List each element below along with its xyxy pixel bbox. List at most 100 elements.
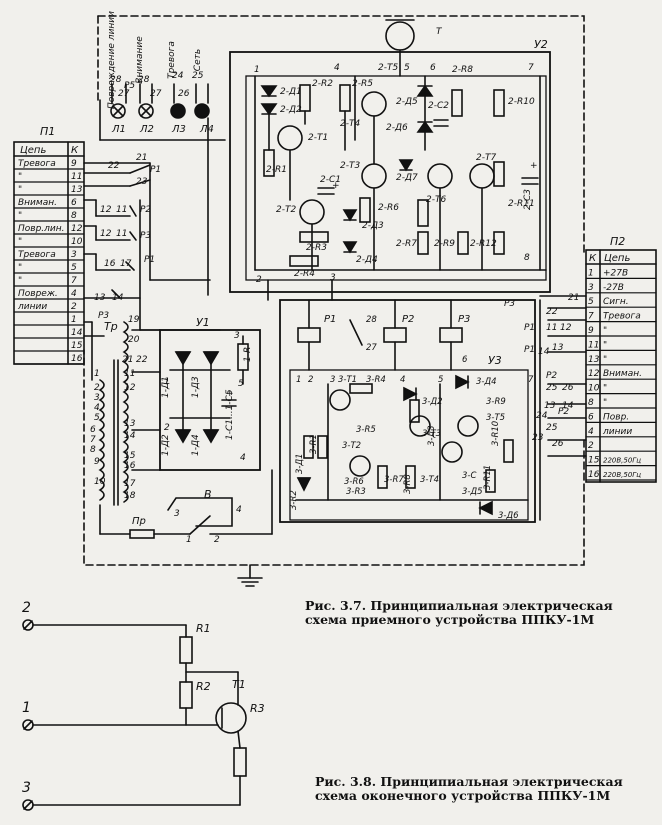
block-y2-label: 3 <box>330 273 336 283</box>
block-y2-label: 2-Т2 <box>276 205 296 215</box>
block-y2-label: 2 <box>256 275 262 285</box>
p2-row-pin: 16 <box>588 470 600 480</box>
p2-row-circuit: +27В <box>603 268 628 278</box>
left-contact-label: Р2 <box>140 205 151 215</box>
right-contact-label: 26 <box>562 383 574 393</box>
p2-header-pin: К <box>589 253 597 264</box>
block-y2-label: 2-Д2 <box>280 105 302 115</box>
lamp-signal-name: Повреждение линии <box>107 11 117 109</box>
right-contact-label: 13 <box>544 401 556 411</box>
block-y3-label: 3-R9 <box>486 397 506 407</box>
p1-row-pin: 12 <box>71 224 83 234</box>
transformer-pin: 4 <box>94 403 100 413</box>
p2-row-circuit: " <box>603 355 607 365</box>
left-contact-label: 14 <box>112 293 124 303</box>
fuse-and-switch <box>99 469 273 539</box>
transformer-pin: 22 <box>136 355 148 365</box>
block-y1-label: 1-Д4 <box>191 434 201 456</box>
block-y3-label: 3-Т1 <box>338 375 357 385</box>
block-y3-label: 3-R4 <box>366 375 386 385</box>
transformer-pin: 11 <box>124 369 135 379</box>
block-y2-label: + <box>332 181 340 191</box>
block-y2-label: 7 <box>528 63 534 73</box>
p1-row-circuit: Тревога <box>18 159 56 169</box>
p2-row-pin: 7 <box>588 312 594 322</box>
p1-row-circuit: " <box>18 211 22 221</box>
fig-3-8-circuit <box>22 619 247 811</box>
block-y3-label: 3-Д5 <box>462 487 483 497</box>
block-y2-label: 2-Т3 <box>340 161 360 171</box>
transformer-pin: 19 <box>128 315 140 325</box>
right-contact-label: 25 <box>546 383 558 393</box>
right-contact-label: Р1 <box>524 323 535 333</box>
block-y3-label: 3-Т4 <box>420 475 439 485</box>
left-contact-label: 21 <box>136 153 147 163</box>
block-y1-label: 1-Д3 <box>191 376 201 398</box>
right-contact-label: 11 <box>546 323 557 333</box>
switch-pin: 4 <box>236 505 242 515</box>
lamp-label: Л1 <box>111 124 126 135</box>
p2-row-pin: 3 <box>588 283 594 293</box>
right-contact-label: 24 <box>536 411 548 421</box>
p2-row-circuit: 220В,50Гц <box>603 457 641 465</box>
block-y2-label: 2-Т4 <box>340 119 360 129</box>
block-y2-label: 2-Т7 <box>476 153 496 163</box>
fig-3-8-label: R1 <box>196 622 211 635</box>
lamp-label: Л2 <box>139 124 154 135</box>
p2-row-circuit: " <box>603 384 607 394</box>
switch-pin: 2 <box>214 535 220 545</box>
p1-row-pin: 11 <box>71 172 82 182</box>
p1-row-circuit: линии <box>17 302 47 312</box>
left-contact-label: Р1 <box>144 255 155 265</box>
switch-label: В <box>204 488 212 501</box>
block-y2-label: Т <box>436 27 443 37</box>
block-y2-label: 6 <box>430 63 436 73</box>
block-y3-label: 28 <box>366 315 377 325</box>
block-y2-label: 2-R8 <box>452 65 473 75</box>
p2-title: П2 <box>610 235 625 248</box>
p2-row-circuit: линии <box>602 427 632 437</box>
p2-row-pin: 12 <box>588 369 600 379</box>
p2-row-pin: 2 <box>588 441 594 451</box>
block-y1 <box>159 329 261 471</box>
left-contact-label: 17 <box>120 259 132 269</box>
p1-row-circuit: " <box>18 172 22 182</box>
fig-3-8-label: Т1 <box>232 678 246 691</box>
block-y3-label: 3-Т2 <box>342 441 361 451</box>
fig-3-8-label: 3 <box>22 780 31 796</box>
transformer-pin: 3 <box>94 393 100 403</box>
p1-row-pin: 16 <box>71 354 83 364</box>
p1-row-circuit: " <box>18 237 22 247</box>
block-y2-label: 8 <box>524 253 530 263</box>
p1-row-pin: 14 <box>71 328 83 338</box>
p1-row-pin: 2 <box>71 302 77 312</box>
right-contact-label: 22 <box>546 307 558 317</box>
fig-3-8-label: 2 <box>22 600 31 616</box>
p2-row-pin: 8 <box>588 398 594 408</box>
p2-row-pin: 6 <box>588 412 594 422</box>
block-y2-label: 2-Д4 <box>356 255 378 265</box>
transformer-pin: 21 <box>122 355 133 365</box>
p2-rows <box>585 277 657 481</box>
block-y3-label: 7 <box>528 375 534 385</box>
transformer-pin: 2 <box>94 383 100 393</box>
p2-row-pin: 15 <box>588 456 600 466</box>
lamp-label: Л4 <box>199 124 214 135</box>
block-y2-label: 5 <box>404 63 410 73</box>
p2-header-circuit: Цепь <box>604 253 630 264</box>
block-y3-label: 2 <box>308 375 313 385</box>
lamp-pin: 28 <box>110 75 122 85</box>
p1-row-pin: 1 <box>71 315 77 325</box>
p1-rows <box>13 168 85 365</box>
transformer-tr <box>98 321 161 506</box>
p2-row-circuit: " <box>603 398 607 408</box>
p1-row-circuit: " <box>18 276 22 286</box>
right-contact-label: Р1 <box>524 345 535 355</box>
left-contact-label: 13 <box>94 293 106 303</box>
block-y3-label: 3-Д4 <box>476 377 497 387</box>
right-contact-label: 14 <box>562 401 574 411</box>
p2-row-circuit: " <box>603 326 607 336</box>
enclosure-dashed-border <box>83 15 585 566</box>
block-y3 <box>279 299 536 523</box>
